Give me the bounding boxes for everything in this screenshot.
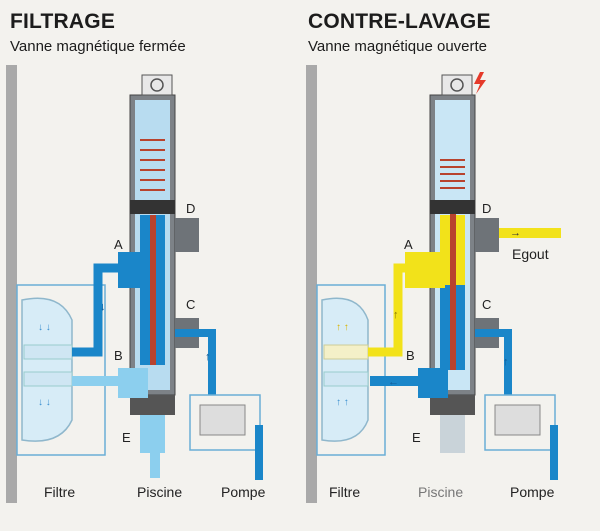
pump-icon <box>189 394 261 451</box>
label-a: A <box>404 237 413 252</box>
pump-pipe <box>550 425 558 480</box>
svg-text:↑: ↑ <box>205 351 211 363</box>
wall <box>6 65 17 503</box>
filter-tank: ↓ ↓ ↓ ↓ <box>16 284 106 456</box>
pump-pipe <box>255 425 263 480</box>
filtrage-diagram: ↓ ↓ ↓ ↓ <box>6 65 266 503</box>
caption-egout: Egout <box>512 246 549 262</box>
label-e: E <box>412 430 421 445</box>
port-d <box>175 218 199 252</box>
panel-filtrage: FILTRAGE Vanne magnétique fermée ↓ ↓ ↓ ↓ <box>6 10 266 503</box>
caption-pompe: Pompe <box>221 484 266 500</box>
label-a: A <box>114 237 123 252</box>
panel-title: FILTRAGE <box>10 10 116 33</box>
svg-text:↓ ↓: ↓ ↓ <box>38 322 51 333</box>
motor-icon <box>141 74 173 96</box>
valve-body <box>429 94 476 415</box>
flow-arrow-icon: ↑ ↑ → ← <box>388 227 521 388</box>
valve-body <box>129 94 176 415</box>
caption-filtre: Filtre <box>329 484 360 500</box>
junction-a <box>118 252 148 288</box>
outlet-e <box>440 415 465 453</box>
label-b: B <box>114 348 123 363</box>
pipe-pump-to-c <box>175 329 216 395</box>
pipe-d-to-egout <box>499 228 561 238</box>
caption-piscine: Piscine <box>137 484 182 500</box>
port-d <box>475 218 499 252</box>
svg-text:↑ ↑: ↑ ↑ <box>336 322 349 333</box>
wall <box>306 65 317 503</box>
flow-arrow-icon: ↓ ↑ <box>100 301 211 363</box>
valve-stem <box>450 200 456 370</box>
panel-subtitle: Vanne magnétique ouverte <box>308 38 488 55</box>
valve-stem <box>150 215 156 365</box>
label-d: D <box>186 201 195 216</box>
caption-piscine: Piscine <box>418 484 463 500</box>
svg-text:↑: ↑ <box>503 356 509 368</box>
panel-title: CONTRE-LAVAGE <box>308 10 491 33</box>
pipe-pump-to-c <box>475 329 512 395</box>
junction-a <box>405 252 445 288</box>
junction-b <box>418 368 448 398</box>
label-c: C <box>482 297 491 312</box>
contre-lavage-diagram: ↑ ↑ ↑ ↑ <box>306 65 561 503</box>
label-c: C <box>186 297 195 312</box>
svg-text:←: ← <box>388 376 399 388</box>
filter-tank: ↑ ↑ ↑ ↑ <box>316 284 386 456</box>
svg-text:↑ ↑: ↑ ↑ <box>336 397 349 408</box>
svg-text:↓ ↓: ↓ ↓ <box>38 397 51 408</box>
caption-pompe: Pompe <box>510 484 555 500</box>
panel-contre-lavage: CONTRE-LAVAGE Vanne magnétique ouverte ↑… <box>300 0 600 531</box>
panel-subtitle: Vanne magnétique fermée <box>10 38 186 55</box>
junction-b <box>118 368 148 398</box>
pump-icon <box>484 394 556 451</box>
motor-icon <box>441 74 473 96</box>
label-d: D <box>482 201 491 216</box>
svg-text:→: → <box>510 227 521 239</box>
caption-filtre: Filtre <box>44 484 75 500</box>
pipe-e-to-pool <box>140 415 165 453</box>
label-e: E <box>122 430 131 445</box>
label-b: B <box>406 348 415 363</box>
svg-text:↓: ↓ <box>100 301 106 313</box>
svg-text:↑: ↑ <box>393 309 399 321</box>
pipe-a-to-filter <box>72 263 130 357</box>
lightning-icon <box>474 72 486 94</box>
